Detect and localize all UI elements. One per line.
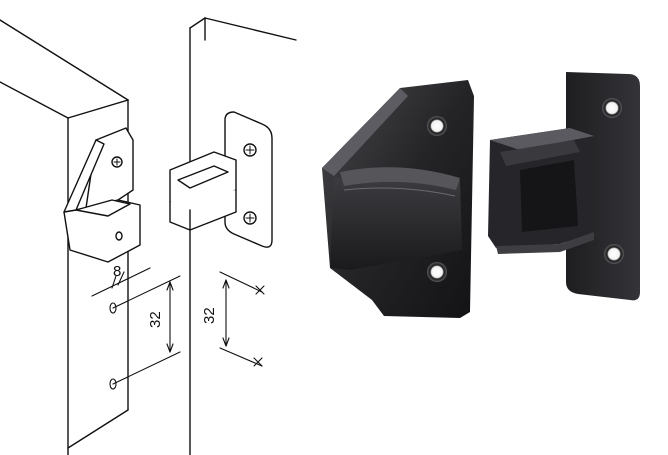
dimension-lines-left xyxy=(91,267,181,390)
strike-plate-drawing xyxy=(169,111,273,248)
catch-photo xyxy=(322,80,474,318)
dimension-lines-right xyxy=(219,271,265,367)
dimension-label-32-right: 32 xyxy=(201,307,218,324)
catch-drawing xyxy=(63,127,141,263)
dimension-label-32-left: 32 xyxy=(147,311,164,328)
strike-plate-photo xyxy=(488,72,640,301)
cabinet-side-right xyxy=(189,17,297,455)
technical-drawing xyxy=(0,17,297,455)
dimension-label-8: 8 xyxy=(113,263,121,280)
